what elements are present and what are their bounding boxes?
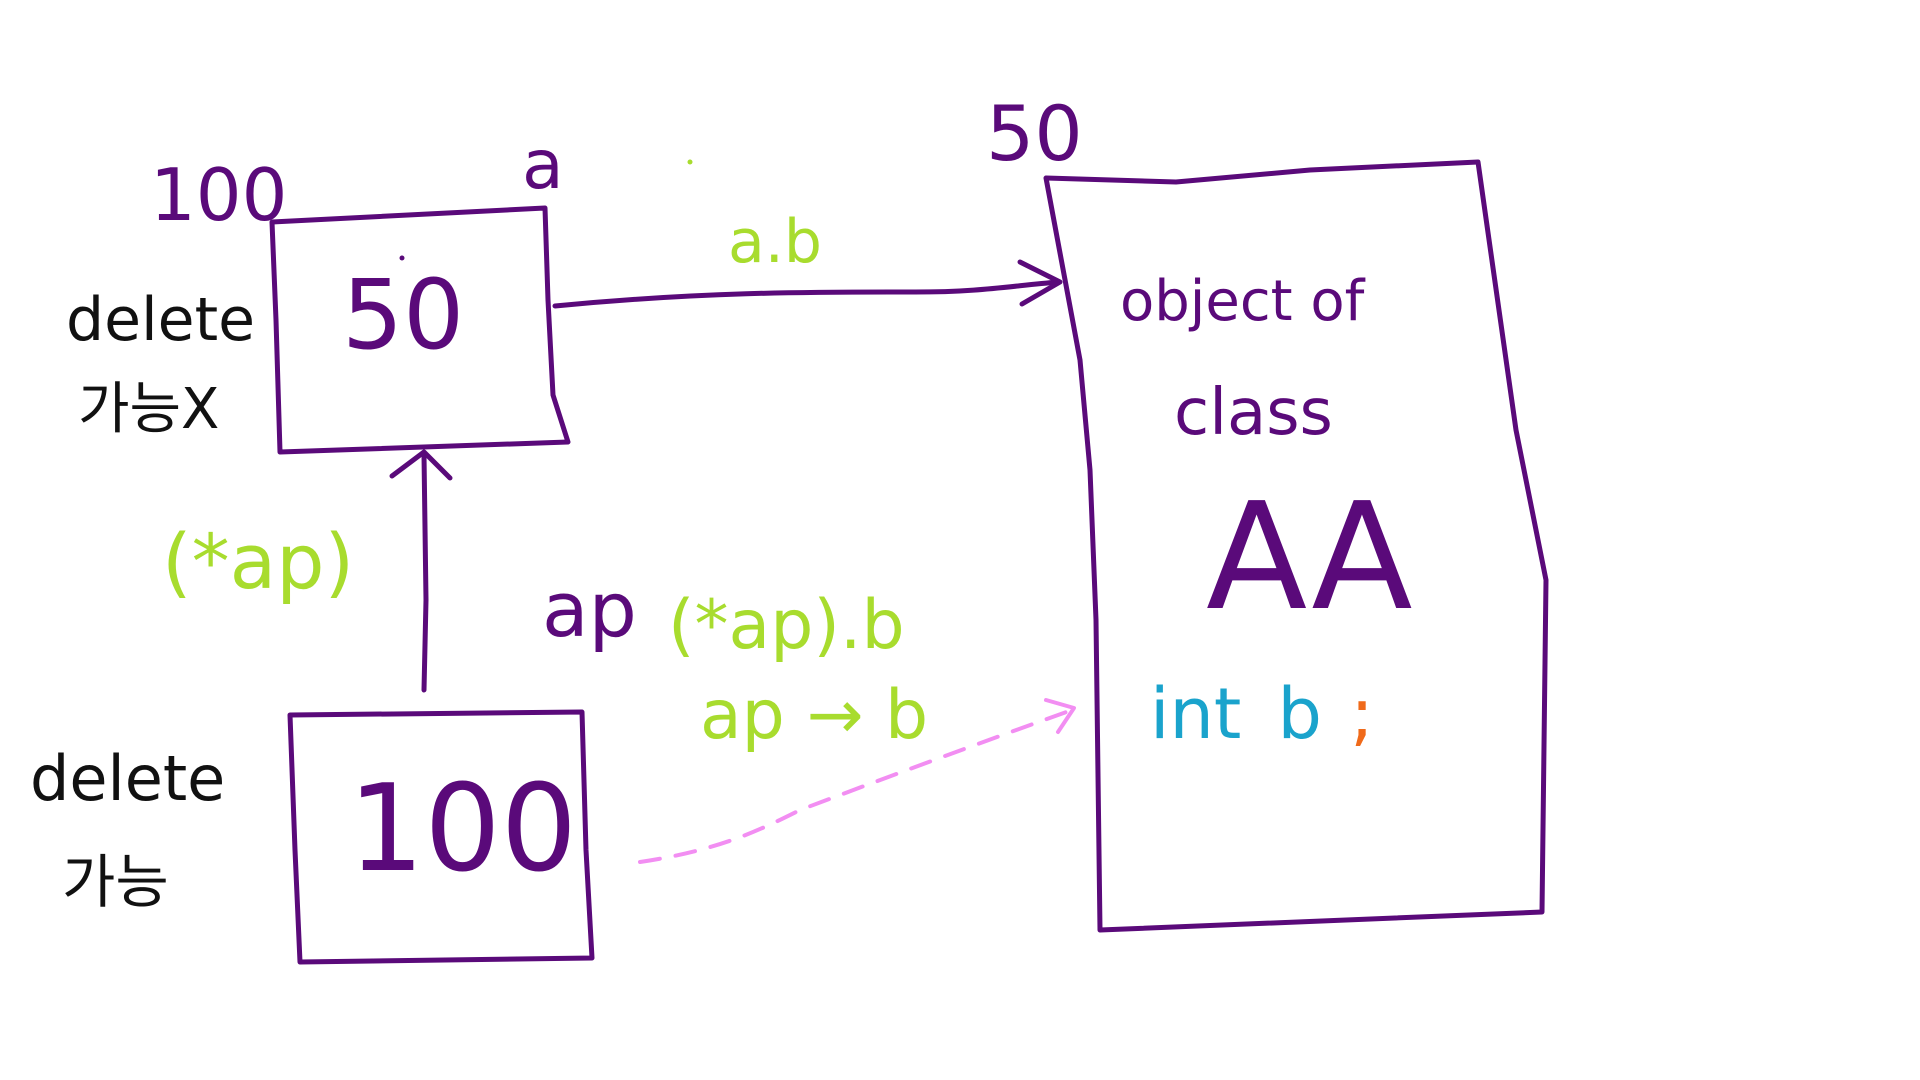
box-a-note-impossible: 가능X xyxy=(78,377,219,442)
box-ap-note-delete: delete xyxy=(30,742,225,815)
box-a-note-delete: delete xyxy=(66,285,255,355)
arrow-ap-to-member-head xyxy=(1044,698,1076,734)
box-a-value: 50 xyxy=(342,259,464,371)
arrow-ap-to-a xyxy=(421,452,429,693)
box-a-address: 100 xyxy=(150,153,287,237)
object-address: 50 xyxy=(986,89,1083,178)
object-label-line1: object of xyxy=(1120,269,1366,334)
box-ap-name: ap xyxy=(542,565,637,654)
box-a-deref-label: (*ap) xyxy=(162,517,354,606)
arrow-ap-to-member xyxy=(638,708,1074,864)
box-ap-value: 100 xyxy=(348,760,577,899)
box-ap-outline xyxy=(287,709,595,965)
arrow-a-to-object-label: a.b xyxy=(728,207,822,277)
object-outline xyxy=(1043,159,1549,933)
stray-dot-purple xyxy=(399,255,405,261)
object-member-semicolon: ; xyxy=(1350,673,1374,755)
object-member-name: b xyxy=(1278,673,1322,755)
box-ap-note-possible: 가능 xyxy=(62,848,169,916)
arrow-a-to-object xyxy=(552,279,1061,309)
ap-access-arrow-label: ap → b xyxy=(700,676,928,755)
object-member: int b ; xyxy=(1150,673,1374,755)
arrow-ap-to-a-head xyxy=(389,449,453,481)
object-member-type: int xyxy=(1150,673,1241,755)
box-a-name: a xyxy=(522,126,564,205)
object-label-line2: class xyxy=(1174,376,1333,450)
object-class-name: AA xyxy=(1206,471,1413,643)
box-a-outline xyxy=(269,205,571,455)
arrow-a-to-object-head xyxy=(1017,259,1063,307)
stray-dot-green xyxy=(687,159,693,165)
ap-access-deref-label: (*ap).b xyxy=(668,586,905,665)
